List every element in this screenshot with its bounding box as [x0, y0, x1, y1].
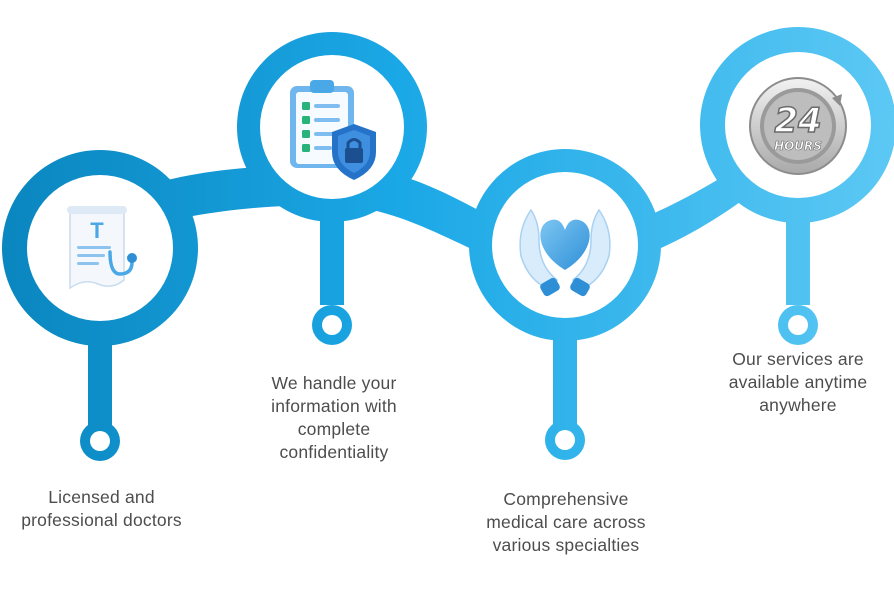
caption-line: professional doctors — [21, 510, 182, 530]
badge-label: HOURS — [774, 139, 822, 153]
caption-line: confidentiality — [279, 442, 389, 462]
caption-line: Comprehensive — [503, 489, 629, 509]
clock-24-hours-icon: 24 HOURS — [749, 77, 847, 175]
stem-1 — [88, 330, 112, 430]
badge-number: 24 — [774, 101, 821, 141]
medical-document-stethoscope-icon: T — [67, 206, 137, 290]
hands-holding-heart-icon — [519, 208, 611, 297]
caption-line: Our services are — [732, 349, 864, 369]
stem-2 — [320, 205, 344, 305]
caption-line: various specialties — [492, 535, 640, 555]
stem-4 — [786, 205, 810, 305]
small-ring-2-hole — [322, 315, 342, 335]
caption-line: information with — [271, 396, 397, 416]
feature-caption-24-hours: Our services are available anytime anywh… — [700, 348, 894, 417]
feature-caption-licensed-doctors: Licensed and professional doctors — [0, 486, 203, 532]
small-ring-3-hole — [555, 430, 575, 450]
small-ring-4-hole — [788, 315, 808, 335]
svg-text:T: T — [90, 218, 104, 243]
caption-line: complete — [297, 419, 371, 439]
caption-line: anywhere — [759, 395, 837, 415]
caption-line: Licensed and — [48, 487, 155, 507]
caption-line: medical care across — [486, 512, 646, 532]
caption-line: available anytime — [728, 372, 868, 392]
stem-3 — [553, 325, 577, 425]
clipboard-security-shield-icon — [290, 80, 376, 180]
caption-line: We handle your — [271, 373, 397, 393]
feature-caption-confidentiality: We handle your information with complete… — [230, 372, 438, 464]
small-ring-1-hole — [90, 431, 110, 451]
feature-caption-comprehensive-care: Comprehensive medical care across variou… — [455, 488, 677, 557]
